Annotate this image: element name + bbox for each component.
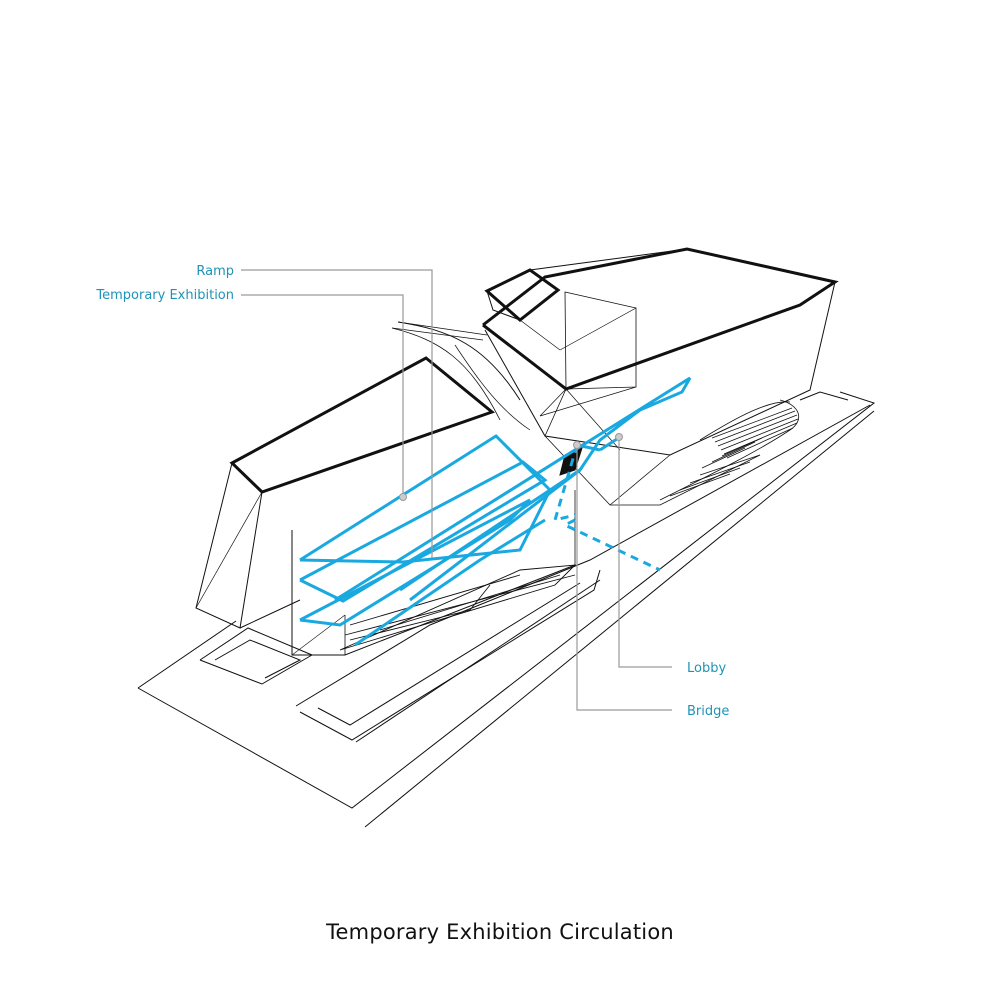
bridge-label: Bridge: [687, 704, 729, 719]
diagram-caption: Temporary Exhibition Circulation: [326, 920, 674, 944]
central-building: [291, 490, 576, 656]
leader-dots: [399, 433, 623, 501]
left-building: [195, 356, 496, 629]
temporary-exhibition-leader: [241, 294, 404, 497]
lobby-dot: [615, 433, 623, 441]
lobby-label: Lobby: [687, 661, 726, 676]
leader-lines: [241, 269, 672, 711]
ramp-leader: [241, 269, 433, 558]
temporary-exhibition-dot: [399, 493, 407, 501]
circulation-path: [299, 376, 692, 647]
site-plinth: [137, 391, 876, 828]
sloped-ramp-hatch: [659, 399, 800, 501]
ramp-label: Ramp: [196, 264, 234, 279]
right-building: [391, 247, 839, 506]
temporary-exhibition-label: Temporary Exhibition: [95, 288, 234, 303]
bridge-dot: [573, 441, 581, 449]
lobby-leader: [618, 437, 672, 668]
bridge-leader: [576, 445, 672, 711]
